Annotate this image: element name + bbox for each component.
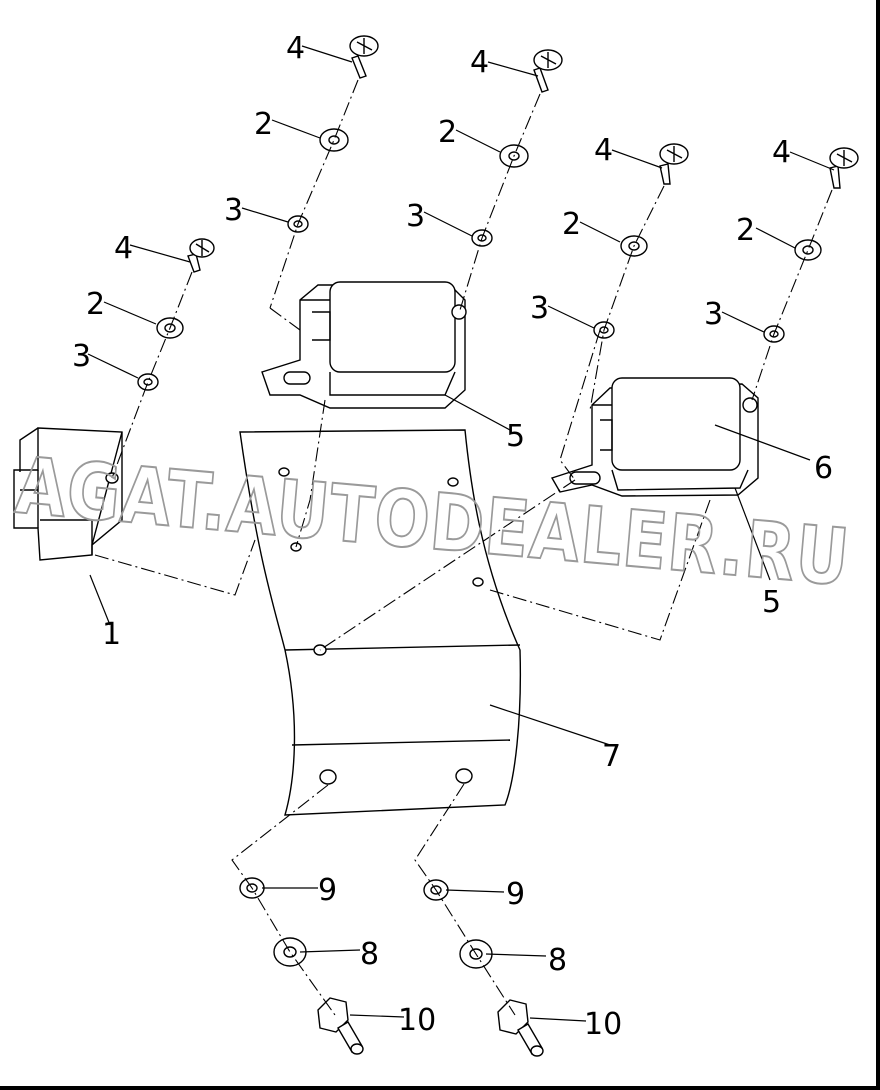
screw <box>349 35 379 79</box>
plate-hole <box>455 768 473 784</box>
callout-4: 4 <box>286 31 305 66</box>
assembly-lines <box>94 79 833 1016</box>
plate-hole <box>472 577 484 587</box>
callout-10: 10 <box>584 1007 622 1042</box>
plate-hole <box>447 477 459 487</box>
plate-hole <box>278 467 290 477</box>
callout-7: 7 <box>602 739 621 774</box>
callout-3: 3 <box>72 339 91 374</box>
callout-4: 4 <box>772 135 791 170</box>
callout-3: 3 <box>406 199 425 234</box>
callout-2: 2 <box>562 207 581 242</box>
electronic-module-right <box>550 377 759 497</box>
plate-hole <box>319 769 337 785</box>
callout-9: 9 <box>506 877 525 912</box>
callout-10: 10 <box>398 1003 436 1038</box>
callout-8: 8 <box>548 943 567 978</box>
screw <box>187 238 215 273</box>
hex-bolt <box>497 999 544 1057</box>
callout-5: 5 <box>506 419 525 454</box>
callout-4: 4 <box>594 133 613 168</box>
screw <box>829 147 859 189</box>
callout-2: 2 <box>254 107 273 142</box>
callout-8: 8 <box>360 937 379 972</box>
callout-5: 5 <box>762 585 781 620</box>
flat-washer <box>273 937 307 967</box>
callout-labels: 4 4 4 4 4 2 2 2 2 2 3 3 3 3 3 5 5 6 1 7 … <box>72 31 833 1042</box>
callout-3: 3 <box>224 193 243 228</box>
mounting-bracket-plate <box>239 429 522 816</box>
lock-washer <box>137 373 159 391</box>
hex-bolt <box>317 997 364 1055</box>
callout-3: 3 <box>530 291 549 326</box>
callout-1: 1 <box>102 617 121 652</box>
callout-6: 6 <box>814 451 833 486</box>
callout-4: 4 <box>114 231 133 266</box>
relay-block <box>13 427 123 561</box>
callout-9: 9 <box>318 873 337 908</box>
callout-2: 2 <box>736 213 755 248</box>
flat-washer <box>319 128 349 152</box>
callout-3: 3 <box>704 297 723 332</box>
callout-4: 4 <box>470 45 489 80</box>
screw <box>533 49 563 93</box>
callout-2: 2 <box>86 287 105 322</box>
screw <box>659 143 689 185</box>
leader-lines <box>87 45 835 1022</box>
flat-washer <box>794 239 822 261</box>
electronic-module-left <box>261 281 467 409</box>
callout-2: 2 <box>438 115 457 150</box>
